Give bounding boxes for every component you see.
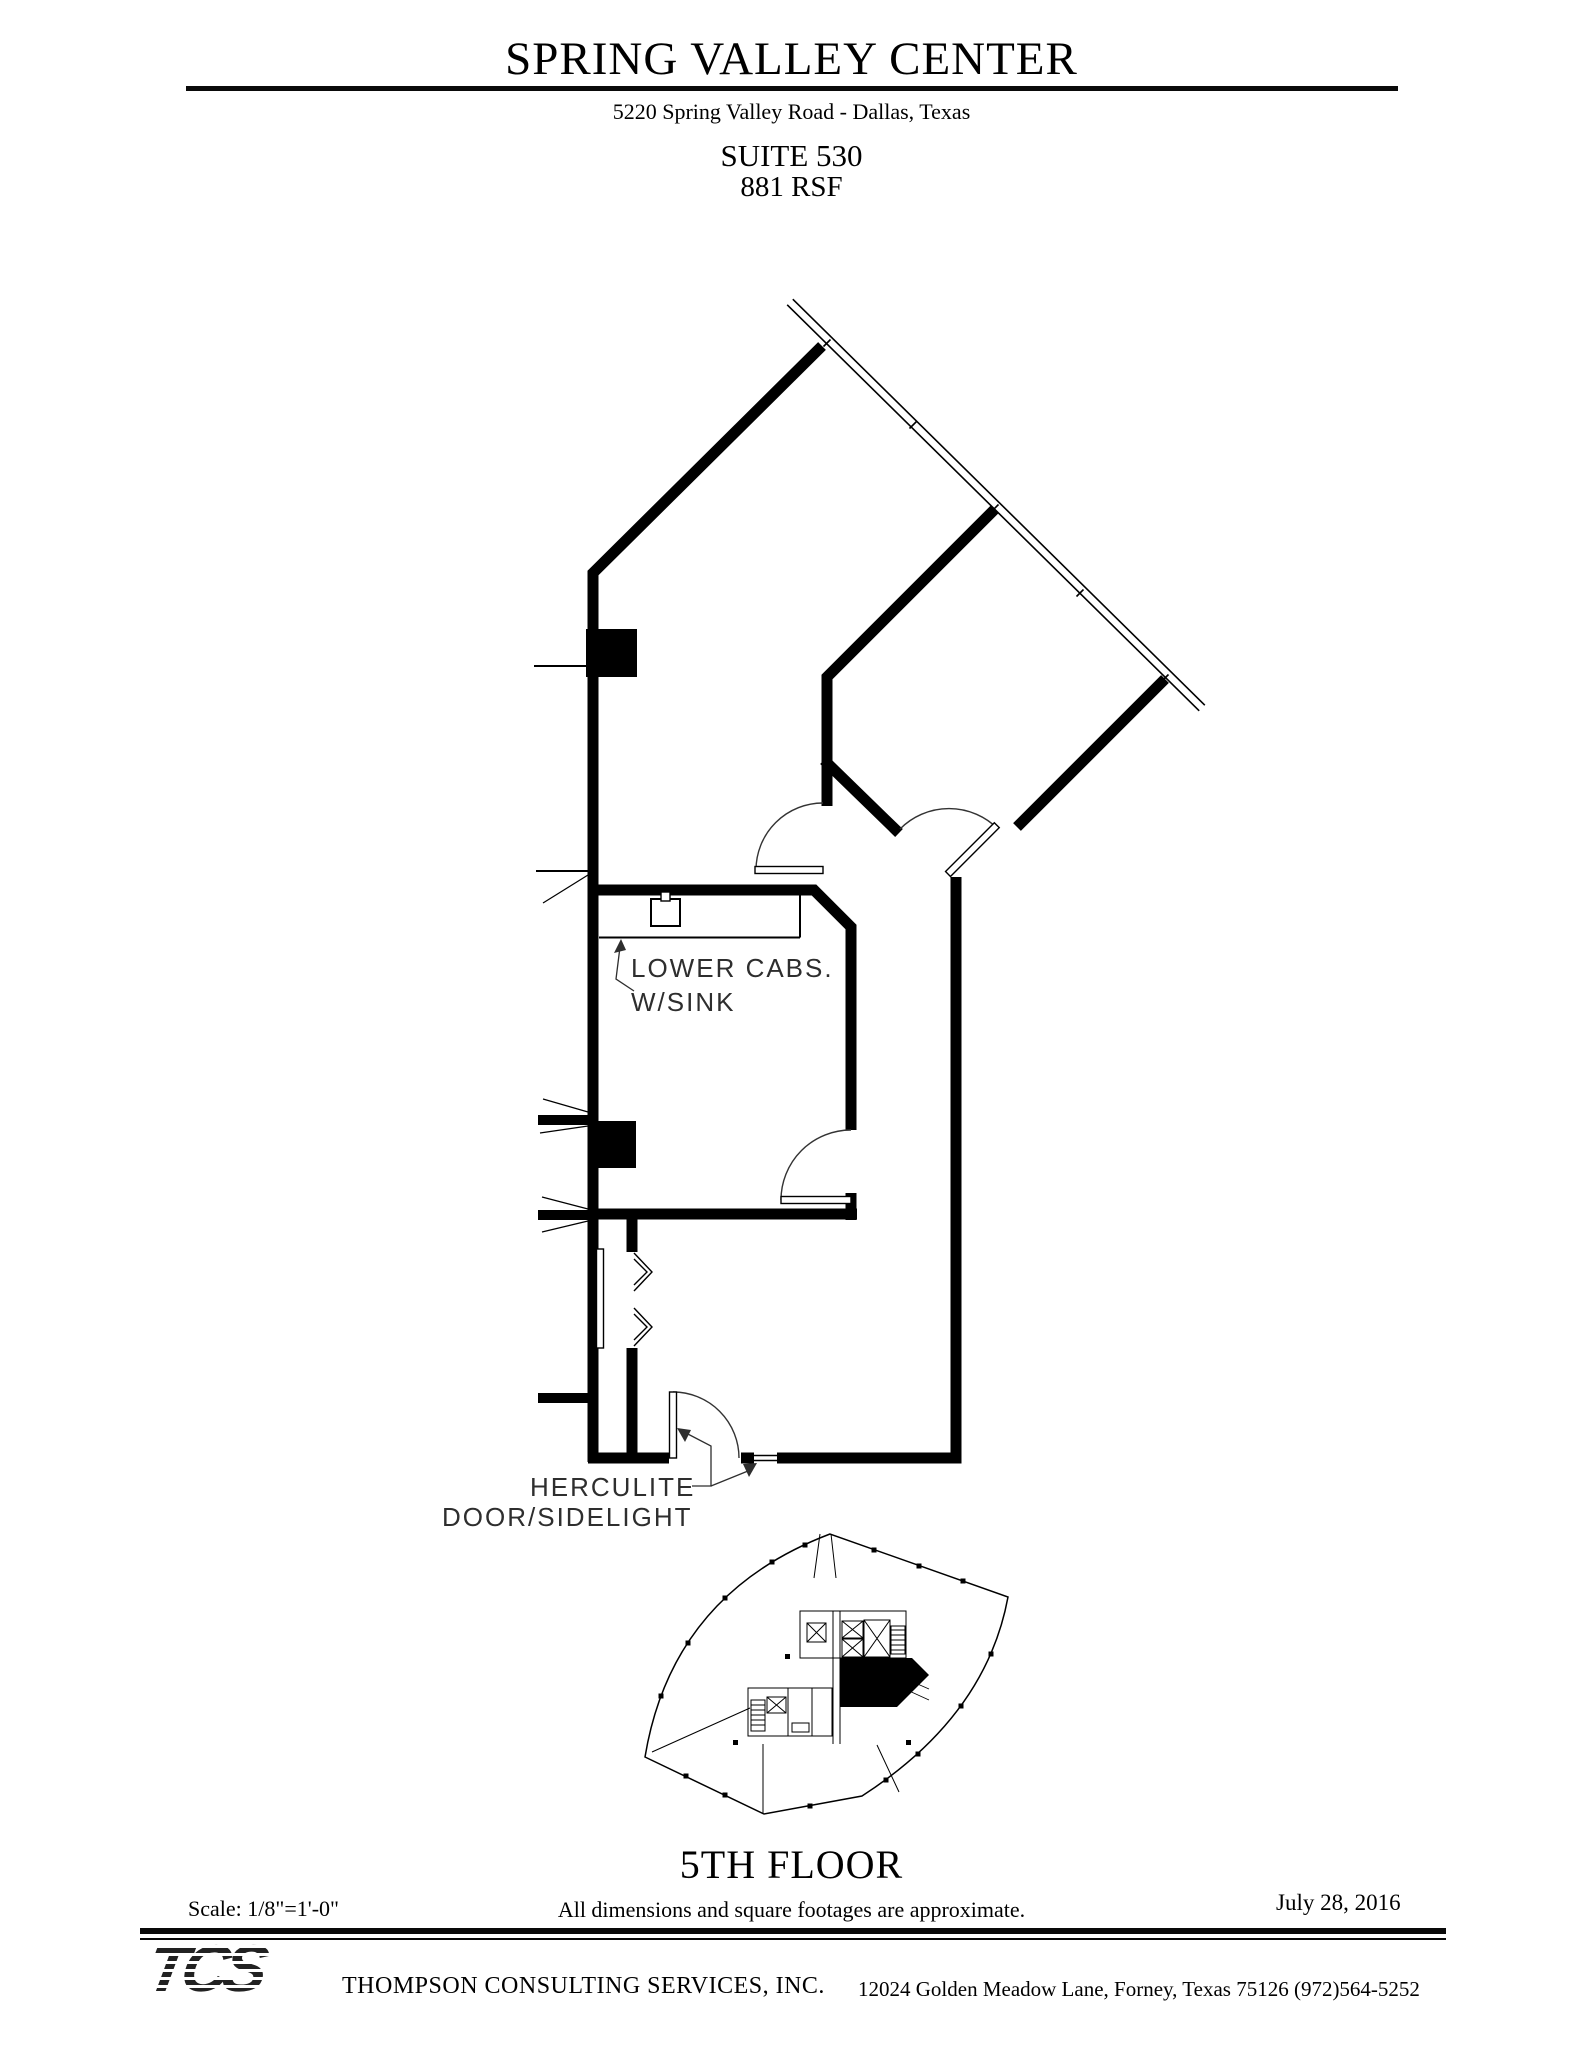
mullion-tick-3	[990, 503, 1000, 513]
tcs-logo-stripes	[148, 1940, 314, 2000]
leader-arrowheads	[614, 939, 757, 1477]
cabinet-arrowhead	[614, 939, 626, 953]
label-lower-cabs: LOWER CABS.	[631, 953, 834, 983]
footer-rule-thin	[140, 1938, 1446, 1940]
tcs-logo: TCS	[148, 1940, 314, 2000]
key-plan-partitions	[651, 1707, 900, 1813]
key-plan-lower-core	[747, 1687, 833, 1737]
context-swing-3	[539, 1125, 589, 1134]
sink-symbol	[650, 898, 681, 927]
entry-sidelight-glass	[754, 1454, 777, 1462]
sidelight-leader-line	[710, 1470, 749, 1487]
herculite-leader-line	[683, 1431, 712, 1487]
key-plan-outline	[644, 1533, 1009, 1815]
door-swing-arc-2	[899, 807, 999, 830]
door-swing-arc-4	[672, 1391, 740, 1459]
key-plan-suite-hatch	[842, 1657, 930, 1701]
key-plan-interior-columns	[733, 1654, 911, 1745]
disclaimer: All dimensions and square footages are a…	[557, 1897, 1026, 1922]
scale-note: Scale: 1/8"=1'-0"	[188, 1896, 340, 1921]
key-plan-perimeter-ticks	[658, 1542, 994, 1809]
wall-corridor-and-bottom	[777, 877, 962, 1464]
company-contact: 12024 Golden Meadow Lane, Forney, Texas …	[858, 1977, 1420, 2001]
date: July 28, 2016	[1276, 1890, 1401, 1915]
kitchen-counter	[599, 891, 801, 939]
suite-number: SUITE 530	[720, 138, 863, 173]
footer-rule-thick	[140, 1928, 1446, 1934]
mullion-tick-1	[822, 338, 832, 348]
key-plan-corridor	[832, 1611, 841, 1744]
counter-outline	[599, 895, 801, 939]
label-herculite: HERCULITE	[530, 1472, 696, 1502]
label-door-sidelight: DOOR/SIDELIGHT	[442, 1502, 693, 1532]
glass-break-symbol-1	[633, 1252, 653, 1292]
door-swing-arc-1	[755, 802, 824, 871]
door-leaf-2	[944, 821, 1001, 878]
context-swing-1	[542, 874, 589, 904]
key-plan-partition-top	[813, 1533, 837, 1579]
leader-lines	[615, 946, 749, 1487]
doors	[668, 802, 1001, 1462]
title-rule	[186, 86, 1398, 91]
mullion-tick-2	[908, 420, 918, 430]
sidelight-glass-panel	[595, 1248, 605, 1349]
wall-office-diagonal-vestibule	[821, 505, 999, 806]
door-leaf-1	[754, 865, 824, 875]
key-plan	[644, 1533, 1009, 1815]
context-swing-5	[541, 1220, 589, 1233]
door-leaf-3	[780, 1195, 852, 1205]
wall-demising	[1013, 675, 1169, 831]
context-swing-2	[542, 1098, 589, 1113]
window-wall	[786, 298, 1206, 712]
herculite-arrowhead	[677, 1428, 691, 1442]
column-lower	[589, 1121, 636, 1168]
label-w-sink: W/SINK	[631, 987, 736, 1017]
wall-kitchen-top-right	[588, 884, 857, 1130]
wall-left-and-top-diagonal	[587, 342, 826, 1462]
mullion-tick-5	[1160, 673, 1170, 683]
column-upper	[586, 629, 637, 677]
context-walls	[534, 665, 589, 1403]
key-plan-caption: 5TH FLOOR	[679, 1842, 904, 1887]
window-line-inner	[786, 304, 1200, 712]
mullion-tick-4	[1075, 588, 1085, 598]
door-swing-arc-3	[780, 1129, 852, 1201]
wall-vestibule-diagonal	[820, 756, 903, 837]
sidelight-arrowhead	[743, 1463, 757, 1477]
page-title: SPRING VALLEY CENTER	[505, 33, 1078, 85]
glass-break-symbol-2	[633, 1307, 653, 1347]
context-swing-4	[541, 1196, 589, 1210]
window-line-outer	[792, 298, 1206, 706]
door-leaf-4	[668, 1391, 678, 1459]
sink-faucet	[660, 891, 671, 902]
company-name: THOMPSON CONSULTING SERVICES, INC.	[342, 1973, 825, 1999]
building-address: 5220 Spring Valley Road - Dallas, Texas	[612, 99, 971, 124]
columns	[586, 629, 637, 1168]
wall-sidelight	[595, 1248, 653, 1349]
cabinet-leader-line	[615, 946, 635, 992]
suite-area: 881 RSF	[740, 171, 843, 203]
